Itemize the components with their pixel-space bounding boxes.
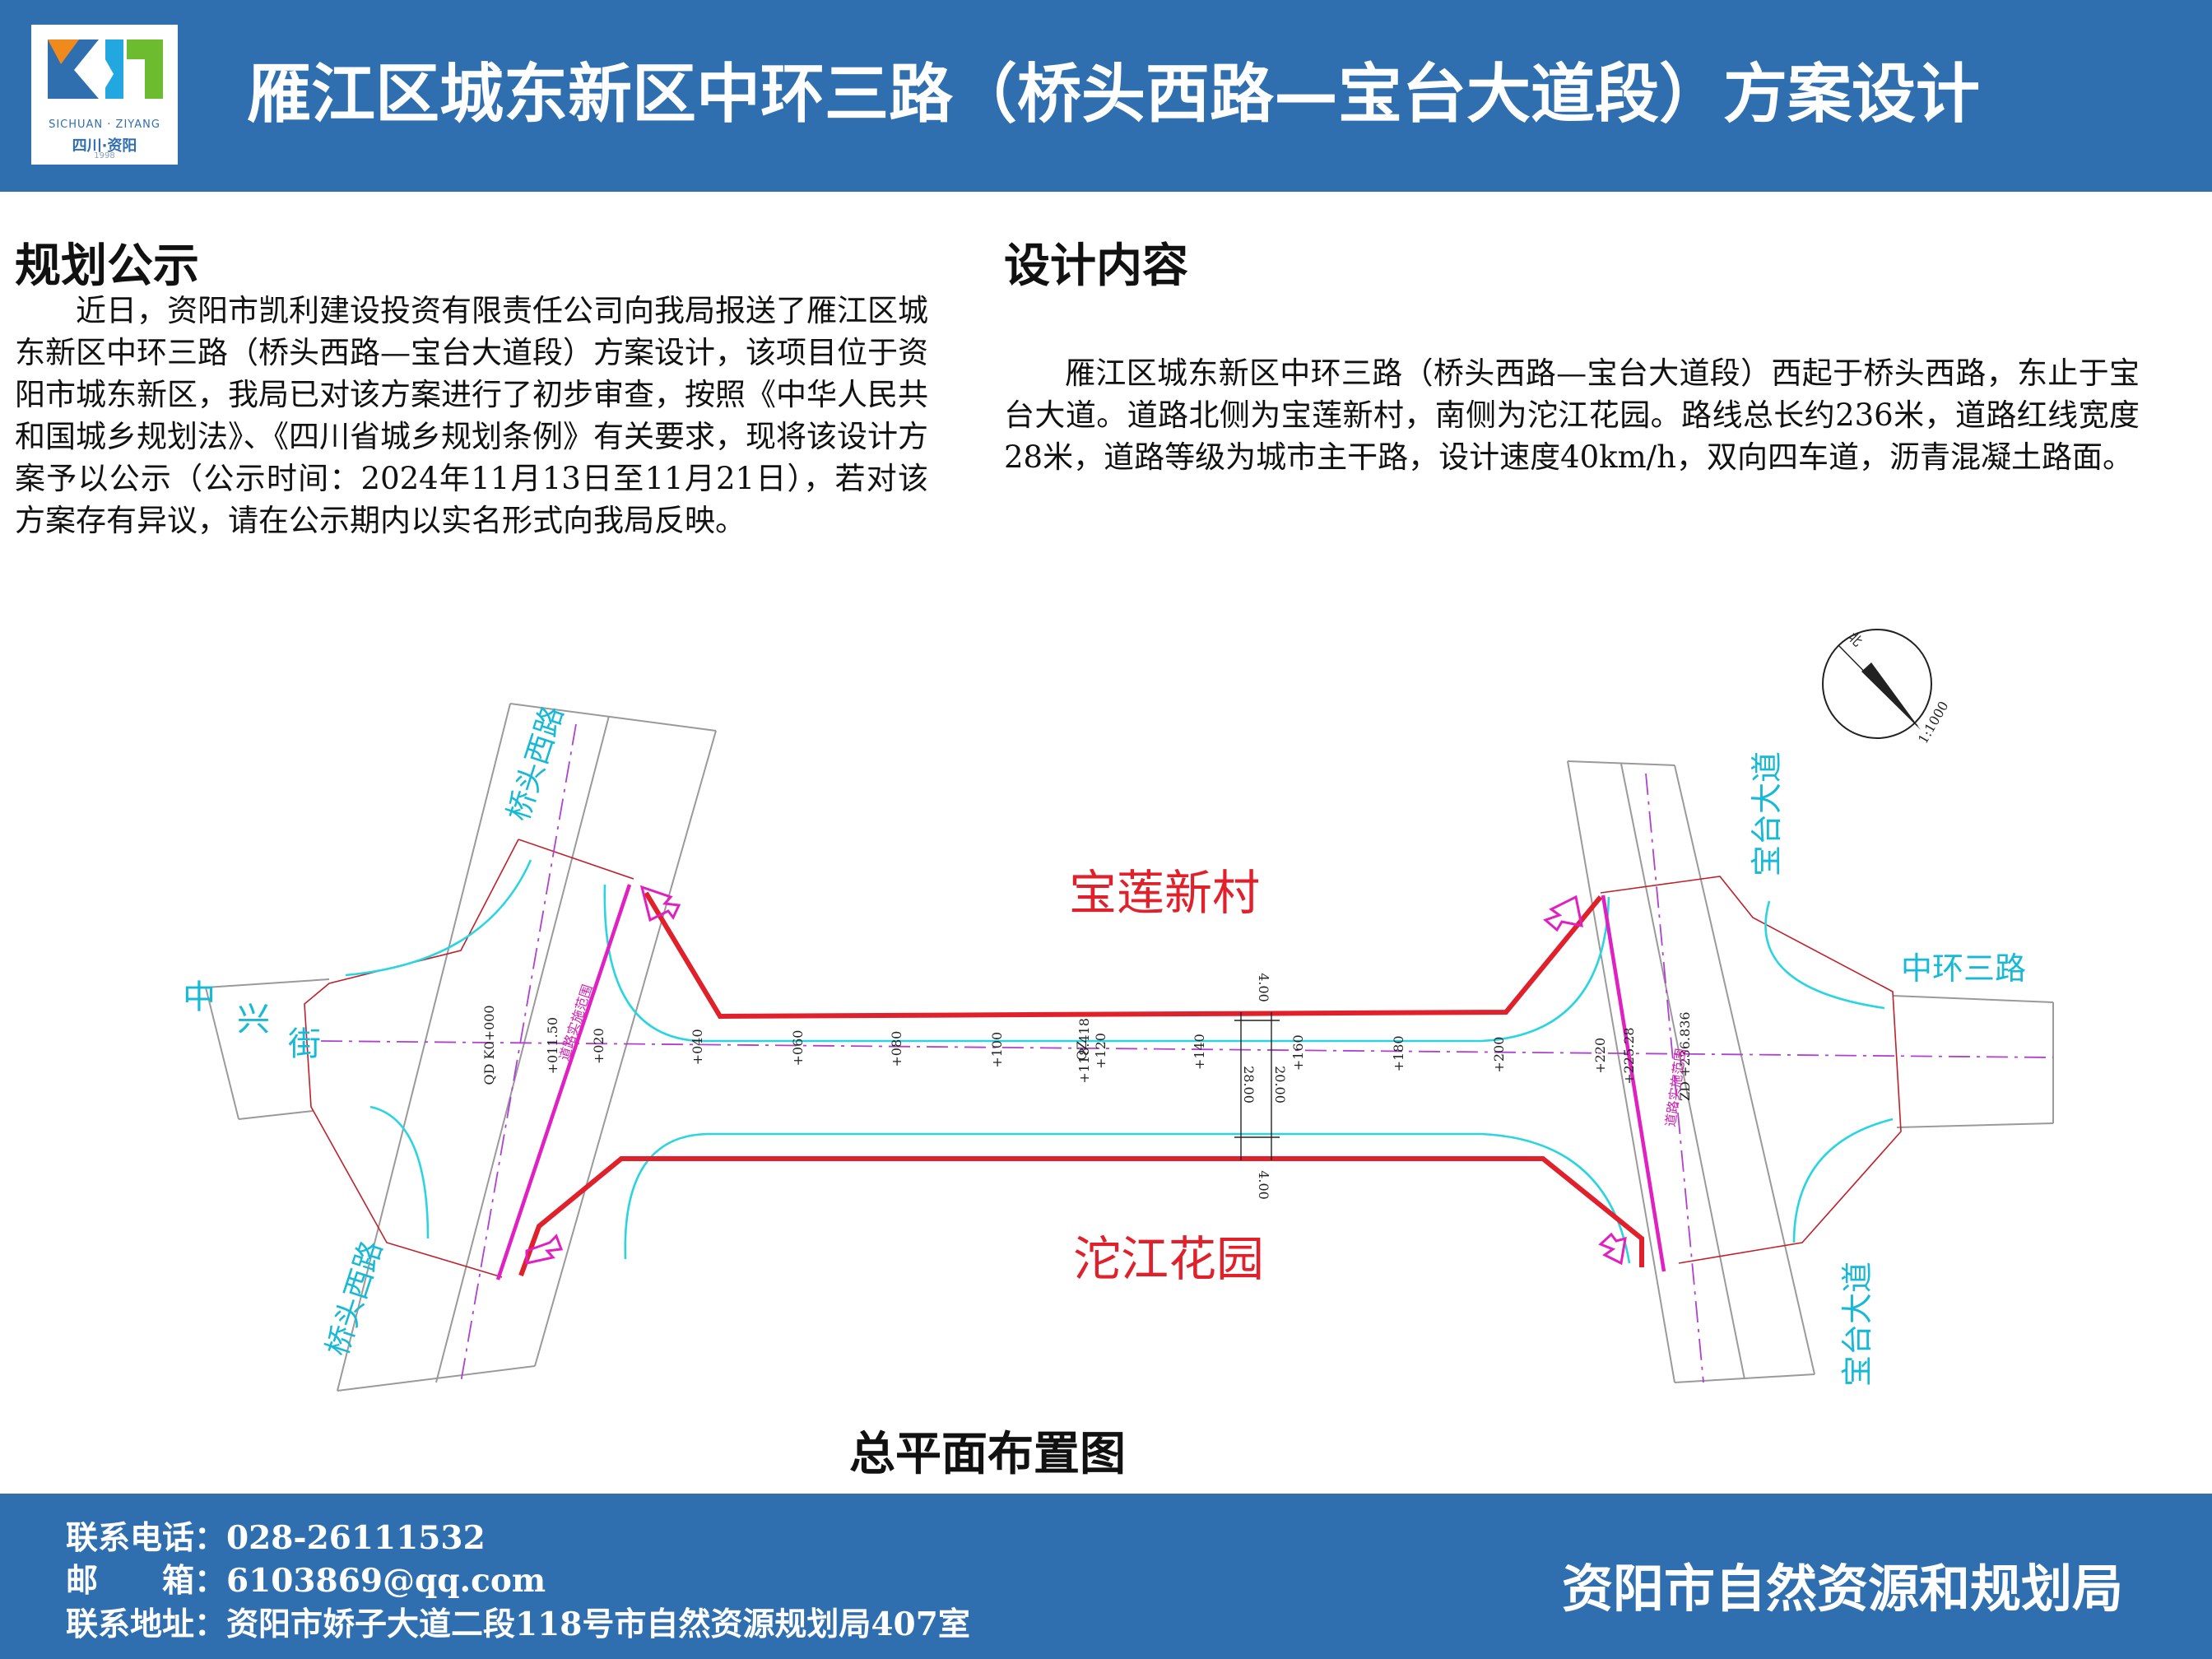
road-centerline (320, 723, 2054, 1383)
road-label-zhongxing-2: 兴 (237, 1001, 270, 1039)
station-label: +118.418 (1076, 1018, 1092, 1084)
station-label: +140 (1192, 1034, 1207, 1070)
road-label-qiaotou-north: 桥头西路 (502, 702, 570, 825)
station-label: +011.50 (545, 1017, 560, 1074)
plan-caption: 总平面布置图 (849, 1428, 1126, 1481)
logo-year-text: 1998 (94, 151, 115, 160)
station-label: QD K0+000 (481, 1005, 497, 1085)
road-label-qiaotou-south: 桥头西路 (321, 1237, 389, 1360)
station-label: +160 (1290, 1034, 1306, 1071)
station-label: QZ (1074, 1041, 1090, 1061)
agency-name: 资阳市自然资源和规划局 (1561, 1559, 2123, 1619)
station-label: +220 (1592, 1038, 1608, 1074)
station-label: ZD +236.836 (1677, 1011, 1693, 1101)
design-body: 雁江区城东新区中环三路（桥头西路—宝台大道段）西起于桥头西路，东止于宝台大道。道… (1004, 356, 2140, 475)
north-arrow-icon (1822, 629, 1932, 739)
email-value[interactable]: 6103869@qq.com (226, 1562, 546, 1600)
scope-arrow-icons (525, 885, 1627, 1266)
station-label: +180 (1391, 1035, 1406, 1071)
dimension-top: 4.00 (1256, 973, 1271, 1002)
station-label: +040 (690, 1029, 705, 1065)
notice-heading: 规划公示 (15, 239, 199, 293)
road-red-line (518, 891, 1644, 1277)
contact-phone-row: 联系电话：028-26111532 (66, 1513, 486, 1559)
header-bar: SICHUAN · ZIYANG 四川·资阳 1998 雁江区城东新区中环三路（… (0, 0, 2212, 192)
contact-address-row: 联系地址：资阳市娇子大道二段118号市自然资源规划局407室 (66, 1599, 970, 1645)
station-label: +200 (1491, 1037, 1507, 1073)
footer-bar (0, 1494, 2212, 1659)
email-label: 邮 箱： (66, 1562, 227, 1600)
station-label: +060 (790, 1030, 806, 1066)
road-label-baotai-north: 宝台大道 (1749, 751, 1785, 876)
station-label: +020 (591, 1028, 606, 1064)
dimension-bottom: 4.00 (1256, 1170, 1271, 1200)
general-plan-drawing: 4.00 28.00 20.00 4.00 QD K0+000 +011.50 +0… (183, 629, 2054, 1392)
phone-value[interactable]: 028-26111532 (226, 1519, 486, 1557)
contact-email-row: 邮 箱：6103869@qq.com (66, 1555, 546, 1601)
logo-english-text: SICHUAN · ZIYANG (49, 118, 160, 131)
design-heading: 设计内容 (1004, 239, 1188, 293)
curb-lines (345, 859, 1894, 1264)
road-label-zhongxing-1: 中 (183, 978, 216, 1016)
road-label-zhonghuan: 中环三路 (1901, 950, 2026, 987)
south-land-label: 沱江花园 (1073, 1231, 1264, 1287)
ziyang-logo: SICHUAN · ZIYANG 四川·资阳 1998 (31, 25, 178, 165)
station-label: +100 (989, 1032, 1005, 1068)
north-land-label: 宝莲新村 (1069, 865, 1260, 921)
phone-label: 联系电话： (66, 1519, 227, 1557)
station-label: +120 (1093, 1033, 1108, 1069)
station-marks: QD K0+000 +011.50 +020 +040 +060 +080 +100 +118… (481, 1005, 1693, 1101)
dimension-total: 28.00 (1241, 1066, 1257, 1104)
page-title: 雁江区城东新区中环三路（桥头西路—宝台大道段）方案设计 (247, 58, 1981, 132)
dimension-middle: 20.00 (1272, 1066, 1288, 1104)
cross-section-dimension (1234, 1012, 1280, 1160)
right-of-way-lines (304, 839, 1902, 1278)
road-label-baotai-south: 宝台大道 (1839, 1262, 1875, 1387)
implementation-scope (495, 884, 1666, 1280)
station-label: +080 (889, 1031, 904, 1067)
road-label-zhongxing-3: 街 (288, 1025, 321, 1063)
scale-label: 1:1000 (1915, 699, 1952, 746)
notice-body: 近日，资阳市凯利建设投资有限责任公司向我局报送了雁江区城东新区中环三路（桥头西路… (15, 293, 928, 538)
road-outlines (205, 703, 2054, 1392)
logo-mark-icon (48, 40, 163, 99)
address-label: 联系地址： (66, 1606, 227, 1643)
logo-chinese-text: 四川·资阳 (72, 137, 137, 155)
address-value: 资阳市娇子大道二段118号市自然资源规划局407室 (226, 1606, 970, 1643)
station-label: +225.28 (1621, 1027, 1637, 1084)
